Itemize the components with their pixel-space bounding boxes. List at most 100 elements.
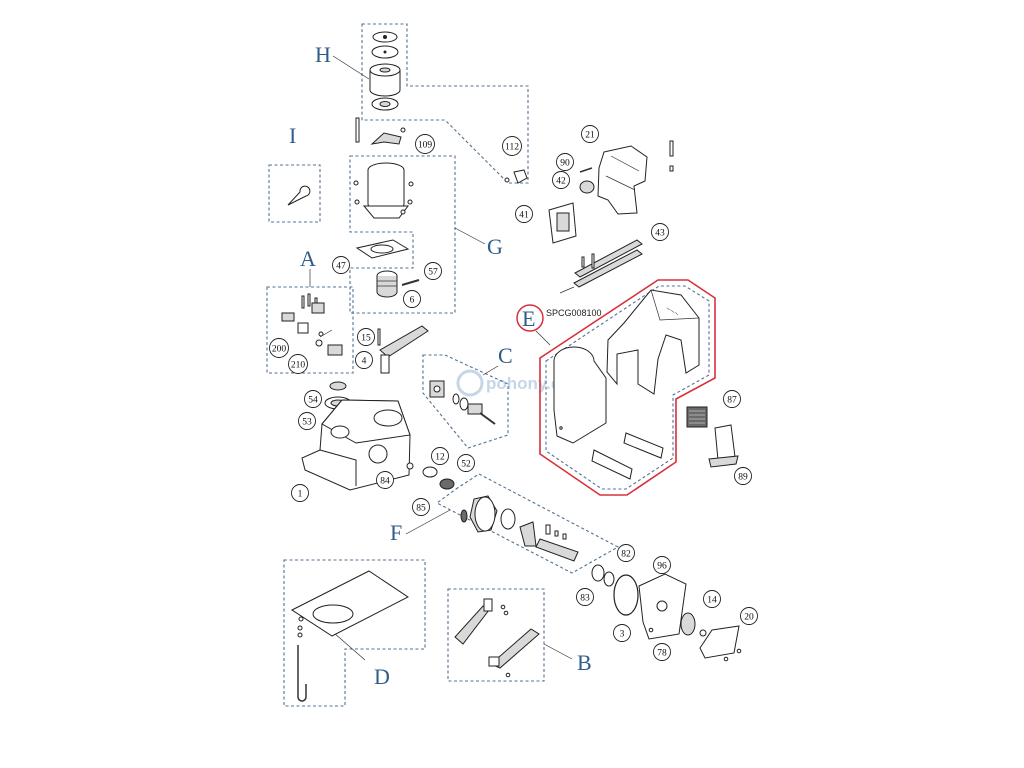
callout-number: 90 [560,158,570,168]
callout-54: 54 [304,390,322,408]
callout-circle [502,136,522,156]
callout-circle [581,125,599,143]
group-label-h: H [315,42,331,67]
callout-number: 54 [308,395,318,405]
callout-20: 20 [740,607,758,625]
callout-21: 21 [581,125,599,143]
callout-circle [288,354,308,374]
callout-15: 15 [357,328,375,346]
callout-circle [357,328,375,346]
callout-circle [617,544,635,562]
callout-85: 85 [412,498,430,516]
callout-number: 83 [580,593,590,603]
group-label-d: D [374,664,390,689]
callout-6: 6 [403,290,421,308]
callout-circle [734,467,752,485]
callout-number: 96 [657,561,667,571]
release-lever [377,325,429,374]
callout-number: 1 [298,489,303,499]
callout-circle [457,454,475,472]
watermark: pohony.cz [456,369,569,397]
callout-number: 15 [361,333,371,343]
callout-3: 3 [613,624,631,642]
callout-circle [653,556,671,574]
group-label-i: I [289,123,296,148]
callout-circle [376,471,394,489]
callout-number: 4 [362,356,367,366]
group-label-c: C [498,343,513,368]
callout-number: 210 [291,360,306,370]
callout-4: 4 [355,351,373,369]
callout-circle [355,351,373,369]
callout-circle [269,338,289,358]
callout-circle [424,262,442,280]
callout-circle [576,588,594,606]
callout-number: 3 [620,629,625,639]
callout-12: 12 [431,447,449,465]
part-code-label: SPCG008100 [546,308,602,318]
callout-87: 87 [723,390,741,408]
callout-circle [403,290,421,308]
group-g: G [349,117,503,314]
watermark-text: pohony.cz [486,374,569,393]
callout-112: 112 [502,136,522,156]
callout-circle [552,171,570,189]
callout-circle [515,205,533,223]
callout-number: 89 [738,472,748,482]
group-e: E SPCG008100 ~~~ [516,279,739,496]
callout-circle [332,256,350,274]
group-f: F [390,473,620,574]
callout-layer: 1 3 4 6 12 14 15 20 21 41 42 43 47 52 53 54 57 78 82 83 84 85… [269,125,758,661]
callout-number: 43 [655,228,665,238]
callout-circle [651,223,669,241]
group-h: H [315,23,529,184]
callout-96: 96 [653,556,671,574]
callout-number: 12 [435,452,445,462]
callout-number: 200 [272,344,287,354]
group-label-f: F [390,520,402,545]
callout-circle [653,643,671,661]
group-c: C [422,343,513,449]
group-b: B [447,588,592,682]
callout-circle [613,624,631,642]
callout-number: 41 [519,210,529,220]
callout-circle [415,134,435,154]
group-label-b: B [577,650,592,675]
callout-53: 53 [298,412,316,430]
callout-number: 53 [302,417,312,427]
callout-number: 47 [336,261,346,271]
callout-circle [723,390,741,408]
callout-number: 112 [505,142,519,152]
callout-number: 14 [707,595,717,605]
callout-78: 78 [653,643,671,661]
callout-number: 78 [657,648,667,658]
callout-90: 90 [556,153,574,171]
callout-circle [740,607,758,625]
callout-circle [431,447,449,465]
callout-109: 109 [415,134,435,154]
group-label-e: E [522,306,535,331]
control-unit [548,140,674,294]
callout-57: 57 [424,262,442,280]
callout-number: 21 [585,130,595,140]
callout-number: 42 [556,176,566,186]
callout-circle [298,412,316,430]
callout-number: 52 [461,459,471,469]
main-housing [301,381,455,491]
group-i: I [268,123,321,223]
callout-200: 200 [269,338,289,358]
callout-42: 42 [552,171,570,189]
callout-number: 109 [418,140,433,150]
callout-47: 47 [332,256,350,274]
callout-circle [291,484,309,502]
callout-number: 87 [727,395,737,405]
callout-14: 14 [703,590,721,608]
callout-number: 57 [428,267,438,277]
callout-number: 84 [380,476,390,486]
group-label-g: G [487,234,503,259]
callout-210: 210 [288,354,308,374]
callout-52: 52 [457,454,475,472]
callout-41: 41 [515,205,533,223]
callout-number: 82 [621,549,631,559]
